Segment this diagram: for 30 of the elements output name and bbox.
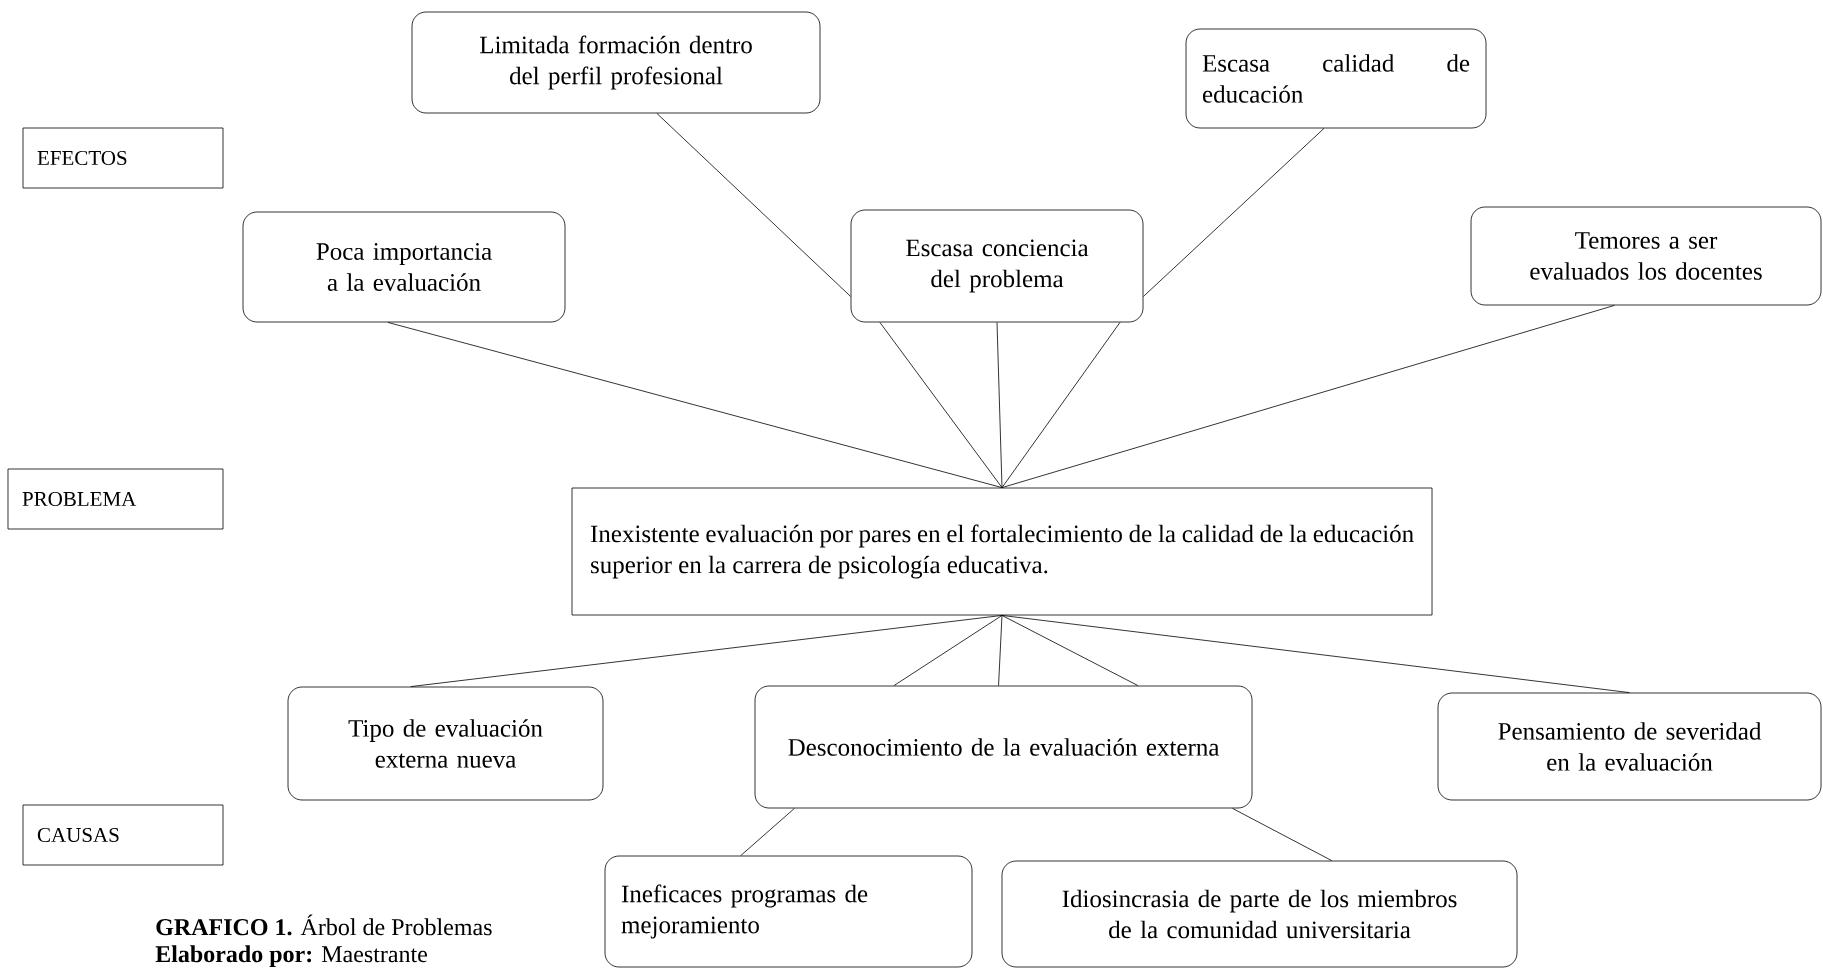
connector-line	[1001, 615, 1630, 693]
connector-line	[1232, 808, 1333, 861]
statement-box: Desconocimiento de la evaluación externa	[754, 685, 1253, 809]
connector-line	[387, 322, 1003, 488]
caption-line: GRAFICO 1. Árbol de Problemas	[156, 914, 492, 936]
statement-box: Limitada formación dentro del perfil profesional	[411, 11, 821, 114]
connector-line	[1001, 305, 1615, 488]
connector-line	[410, 615, 1003, 687]
statement-box: Escasa calidad de educación	[1185, 28, 1487, 129]
section-label-box: PROBLEMA	[7, 468, 224, 530]
statement-box: Poca importancia a la evaluación	[242, 211, 566, 323]
statement-box: Temores a ser evaluados los docentes	[1470, 206, 1822, 306]
problem-box: Inexistente evaluación por pares en el fortalecimiento de la calidad de la educación superior en la carrera de psicología educativa.	[571, 487, 1433, 616]
statement-box: Tipo de evaluación externa nueva	[287, 686, 604, 801]
statement-box: Escasa conciencia del problema	[850, 209, 1144, 323]
connector-line	[1143, 128, 1325, 297]
section-label-box: EFECTOS	[22, 127, 224, 189]
connector-line	[1001, 322, 1121, 488]
connector-line	[879, 322, 1003, 488]
connector-line	[893, 615, 1003, 686]
connector-line	[740, 808, 795, 856]
statement-box: Pensamiento de severidad en la evaluación	[1437, 692, 1822, 801]
connector-line	[998, 615, 1003, 686]
section-label-box: CAUSAS	[22, 804, 224, 866]
statement-box: Ineficaces programas de mejoramiento	[604, 855, 973, 968]
statement-box: Idiosincrasia de parte de los miembros de la comunidad universitaria	[1001, 860, 1518, 968]
connector-line	[656, 113, 851, 297]
connector-line	[1001, 615, 1139, 686]
caption-line: Elaborado por: Maestrante	[155, 945, 427, 968]
connector-line	[996, 322, 1003, 488]
